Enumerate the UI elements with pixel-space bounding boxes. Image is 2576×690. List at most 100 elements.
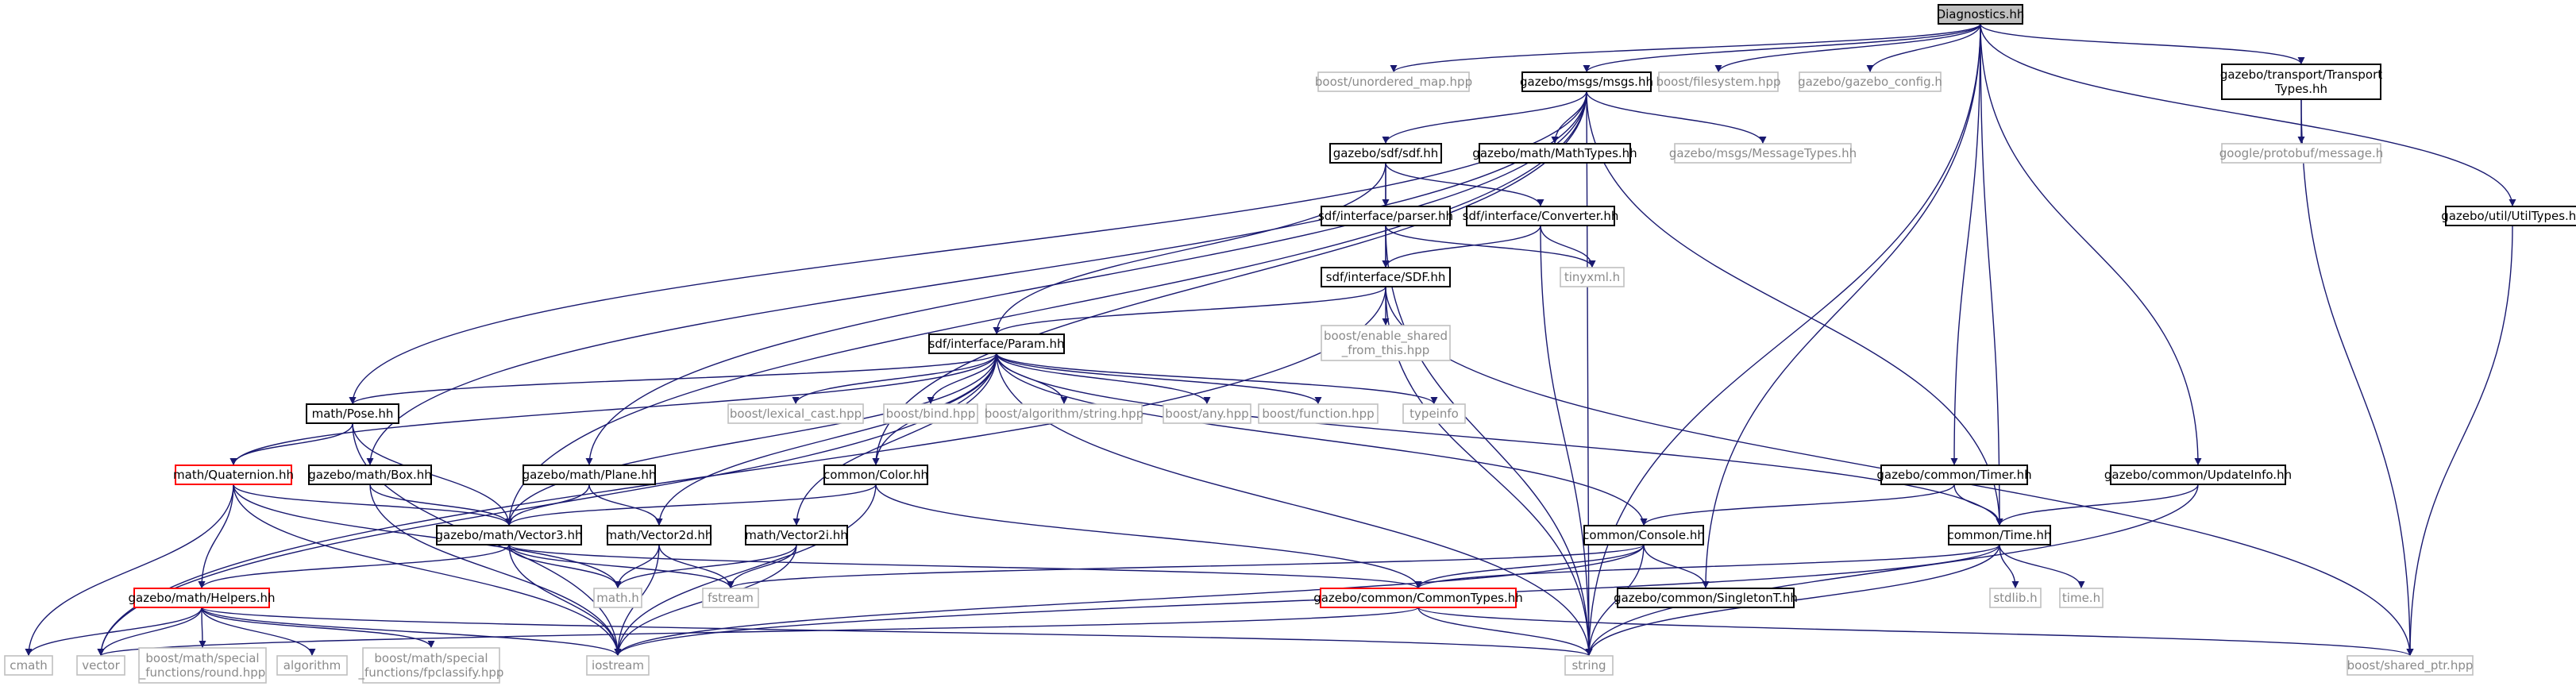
node-label: tinyxml.h	[1564, 270, 1620, 284]
node-box	[276, 655, 348, 676]
edge-pose-to-quaternion	[229, 422, 353, 466]
node-enable-shared: boost/enable_shared_from_this.hpp	[1321, 325, 1451, 361]
node-label: boost/any.hpp	[1165, 407, 1248, 421]
edge-timer-to-time	[1953, 484, 2003, 526]
node-msgtypes: gazebo/msgs/MessageTypes.hh	[1669, 143, 1857, 164]
node-box	[1674, 143, 1852, 164]
node-mathtypes[interactable]: gazebo/math/MathTypes.hh	[1472, 143, 1637, 164]
node-label: gazebo/math/Helpers.hh	[128, 591, 275, 605]
edge-diag-to-msgs	[1583, 23, 1981, 73]
edge-commontypes-to-string	[1417, 607, 1593, 657]
node-box	[2059, 588, 2104, 608]
node-helpers[interactable]: gazebo/math/Helpers.hh	[128, 588, 276, 608]
node-label: boost/unordered_map.hpp	[1315, 75, 1472, 90]
node-color[interactable]: common/Color.hh	[823, 464, 928, 485]
node-box	[1989, 588, 2042, 608]
node-box	[1402, 403, 1466, 424]
node-label: vector	[82, 658, 120, 673]
node-label: boost/enable_shared	[1324, 329, 1448, 344]
node-label: Diagnostics.hh	[1937, 7, 2025, 21]
edge-plane-to-vector2d	[588, 484, 663, 526]
node-vector2d[interactable]: math/Vector2d.hh	[606, 525, 713, 545]
edge-converter-to-SDF	[1382, 225, 1541, 268]
node-updateinfo[interactable]: gazebo/common/UpdateInfo.hh	[2104, 464, 2292, 485]
edge-console-to-singleton	[1643, 544, 1710, 589]
edge-msgs-to-plane	[585, 91, 1587, 466]
node-sdf[interactable]: gazebo/sdf/sdf.hh	[1329, 143, 1442, 164]
node-vector2i[interactable]: math/Vector2i.hh	[745, 525, 848, 545]
node-sdf[interactable]: sdf/interface/SDF.hh	[1321, 267, 1451, 287]
node-box	[1948, 525, 2051, 545]
node-box	[1799, 71, 1942, 92]
node-box	[1466, 206, 1615, 226]
node-diag[interactable]: Diagnostics.hh	[1937, 4, 2025, 25]
edge-param-to-pose	[349, 353, 997, 405]
node-label: _from_this.hpp	[1341, 343, 1430, 358]
node-box	[1564, 655, 1614, 676]
edge-parser-to-tinyxml	[1385, 225, 1596, 268]
node-box	[306, 403, 399, 424]
node-label: gazebo/common/UpdateInfo.hh	[2104, 468, 2292, 482]
node-quaternion[interactable]: math/Quaternion.hh	[173, 464, 294, 485]
node-protobuf: google/protobuf/message.h	[2219, 143, 2384, 164]
node-box	[362, 647, 500, 684]
edge-commontypes-to-sharedptr	[1417, 607, 2414, 657]
node-time[interactable]: common/Time.hh	[1948, 525, 2052, 545]
node-label: boost/math/special	[145, 651, 259, 665]
node-label: gazebo/gazebo_config.h	[1798, 75, 1942, 90]
node-utiltypes[interactable]: gazebo/util/UtilTypes.hh	[2441, 206, 2576, 226]
edge-updateinfo-to-string	[1585, 484, 2199, 657]
node-label: sdf/interface/SDF.hh	[1326, 270, 1446, 284]
node-fstream: fstream	[702, 588, 759, 608]
edge-converter-to-tinyxml	[1540, 225, 1596, 268]
edge-diag-to-transport	[1980, 23, 2305, 65]
node-commontypes[interactable]: gazebo/common/CommonTypes.hh	[1313, 588, 1523, 608]
node-console[interactable]: common/Console.hh	[1583, 525, 1705, 545]
node-fpclassify: boost/math/special_functions/fpclassify.…	[358, 647, 504, 684]
node-label: boost/algorithm/string.hpp	[985, 407, 1143, 421]
node-box	[1617, 588, 1795, 608]
node-box	[1321, 325, 1451, 361]
edge-timer-to-console	[1640, 484, 1955, 526]
edge-vector3-to-iostream	[508, 544, 622, 657]
node-param[interactable]: sdf/interface/Param.hh	[928, 333, 1065, 354]
node-label: google/protobuf/message.h	[2219, 146, 2384, 160]
node-box	[2110, 464, 2286, 485]
edges-layer	[25, 23, 2516, 657]
node-label: math.h	[596, 591, 638, 605]
node-label: math/Pose.hh	[312, 407, 394, 421]
node-label: gazebo/sdf/sdf.hh	[1333, 146, 1439, 160]
edge-param-to-bind	[927, 353, 997, 405]
edge-console-to-string	[1585, 544, 1645, 657]
edge-console-to-commontypes	[1414, 544, 1645, 589]
edge-diag-to-utiltypes	[1980, 23, 2516, 207]
node-label: gazebo/msgs/msgs.hh	[1520, 75, 1653, 89]
node-timeh: time.h	[2059, 588, 2104, 608]
node-label: _functions/fpclassify.hpp	[358, 665, 504, 680]
edge-color-to-commontypes	[875, 484, 1422, 589]
node-vector3[interactable]: gazebo/math/Vector3.hh	[436, 525, 583, 545]
node-parser[interactable]: sdf/interface/parser.hh	[1318, 206, 1453, 226]
node-label: gazebo/math/MathTypes.hh	[1472, 146, 1637, 160]
node-plane[interactable]: gazebo/math/Plane.hh	[523, 464, 657, 485]
node-label: common/Time.hh	[1948, 528, 2052, 542]
node-typeinfo: typeinfo	[1402, 403, 1466, 424]
node-msgs[interactable]: gazebo/msgs/msgs.hh	[1520, 71, 1653, 92]
node-label: string	[1571, 658, 1606, 673]
edge-param-to-time	[996, 353, 2003, 526]
edge-msgs-to-string	[1585, 91, 1593, 657]
node-timer[interactable]: gazebo/common/Timer.hh	[1876, 464, 2032, 485]
node-box	[308, 464, 432, 485]
node-label: gazebo/transport/Transport	[2220, 67, 2382, 82]
node-box	[928, 333, 1065, 354]
edge-param-to-vector2i	[792, 353, 997, 526]
edge-param-to-string	[996, 353, 1593, 657]
edge-utiltypes-to-sharedptr	[2406, 225, 2513, 657]
node-box[interactable]: gazebo/math/Box.hh	[308, 464, 432, 485]
node-pose[interactable]: math/Pose.hh	[306, 403, 399, 424]
node-converter[interactable]: sdf/interface/Converter.hh	[1463, 206, 1619, 226]
node-box	[523, 464, 656, 485]
edge-quaternion-to-mathh	[233, 484, 622, 589]
node-singleton[interactable]: gazebo/common/SingletonT.hh	[1614, 588, 1798, 608]
